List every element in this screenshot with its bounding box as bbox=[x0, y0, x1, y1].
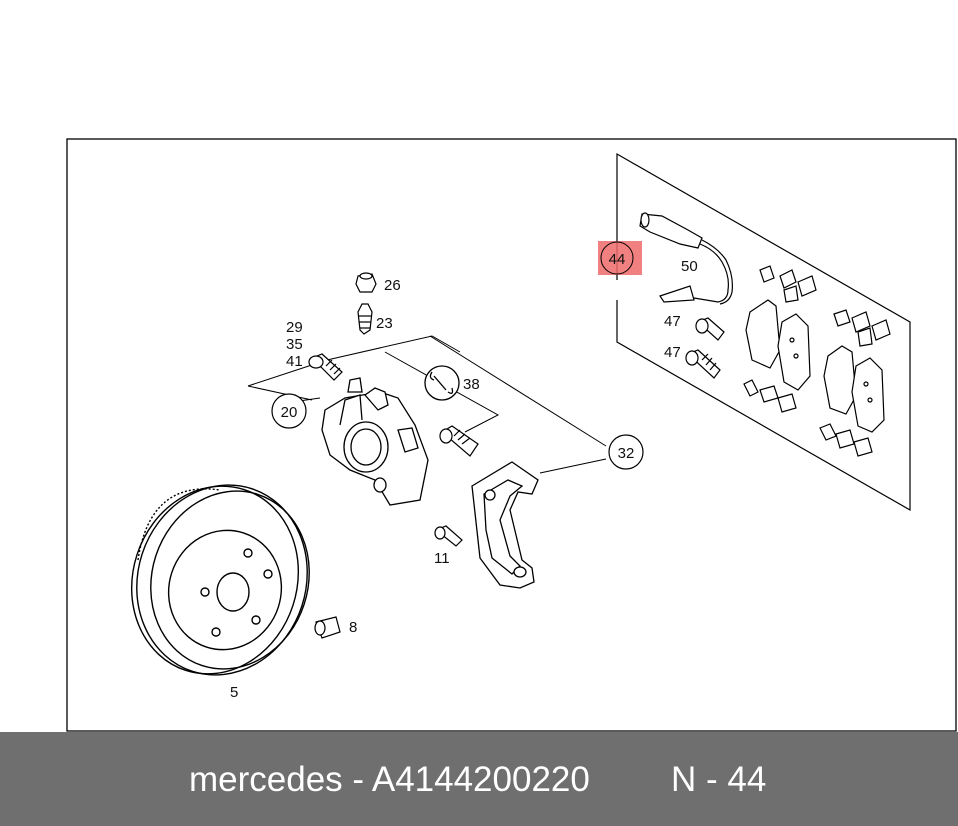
label-35: 35 bbox=[286, 336, 303, 353]
bolt-8 bbox=[314, 616, 341, 639]
pad-bolt-upper bbox=[695, 317, 725, 341]
svg-text:20: 20 bbox=[281, 404, 298, 421]
footer-ref-text: N - 44 bbox=[671, 760, 767, 799]
label-41: 41 bbox=[286, 353, 303, 370]
caliper-bolt bbox=[308, 353, 343, 381]
brake-pad-kit-panel bbox=[616, 152, 911, 512]
label-29: 29 bbox=[286, 319, 303, 336]
diagram-frame bbox=[66, 138, 957, 732]
label-47-lower: 47 bbox=[664, 344, 681, 361]
label-8: 8 bbox=[349, 619, 357, 636]
callout-38: 38 bbox=[463, 376, 480, 393]
label-47-upper: 47 bbox=[664, 313, 681, 330]
footer-bar: mercedes - A4144200220 N - 44 bbox=[0, 732, 958, 826]
wrench-icon bbox=[424, 365, 460, 401]
bleeder-cap bbox=[355, 272, 377, 293]
brake-disc bbox=[130, 484, 310, 676]
label-50: 50 bbox=[681, 258, 698, 275]
label-26: 26 bbox=[384, 277, 401, 294]
brake-pads-set-1 bbox=[743, 265, 817, 413]
label-23: 23 bbox=[376, 315, 393, 332]
leader-lines bbox=[247, 335, 607, 474]
parts-diagram: 20 32 38 44 26 23 29 35 41 50 47 47 11 8… bbox=[66, 138, 957, 732]
brake-pads-set-2 bbox=[819, 309, 891, 457]
bolt-11 bbox=[434, 525, 463, 547]
bleeder-screw bbox=[357, 303, 373, 335]
callout-32: 32 bbox=[608, 434, 644, 470]
footer-part-text: mercedes - A4144200220 bbox=[189, 760, 590, 799]
svg-text:44: 44 bbox=[609, 251, 626, 268]
wear-sensor bbox=[639, 212, 733, 305]
brake-caliper bbox=[321, 377, 429, 506]
label-5: 5 bbox=[230, 684, 238, 701]
pad-bolt-lower bbox=[685, 349, 721, 379]
label-11: 11 bbox=[434, 550, 450, 567]
callout-44-highlight: 44 bbox=[598, 241, 642, 275]
svg-text:32: 32 bbox=[618, 445, 635, 462]
callout-20: 20 bbox=[271, 393, 307, 429]
caliper-carrier bbox=[471, 461, 539, 589]
guide-pin bbox=[439, 425, 479, 457]
